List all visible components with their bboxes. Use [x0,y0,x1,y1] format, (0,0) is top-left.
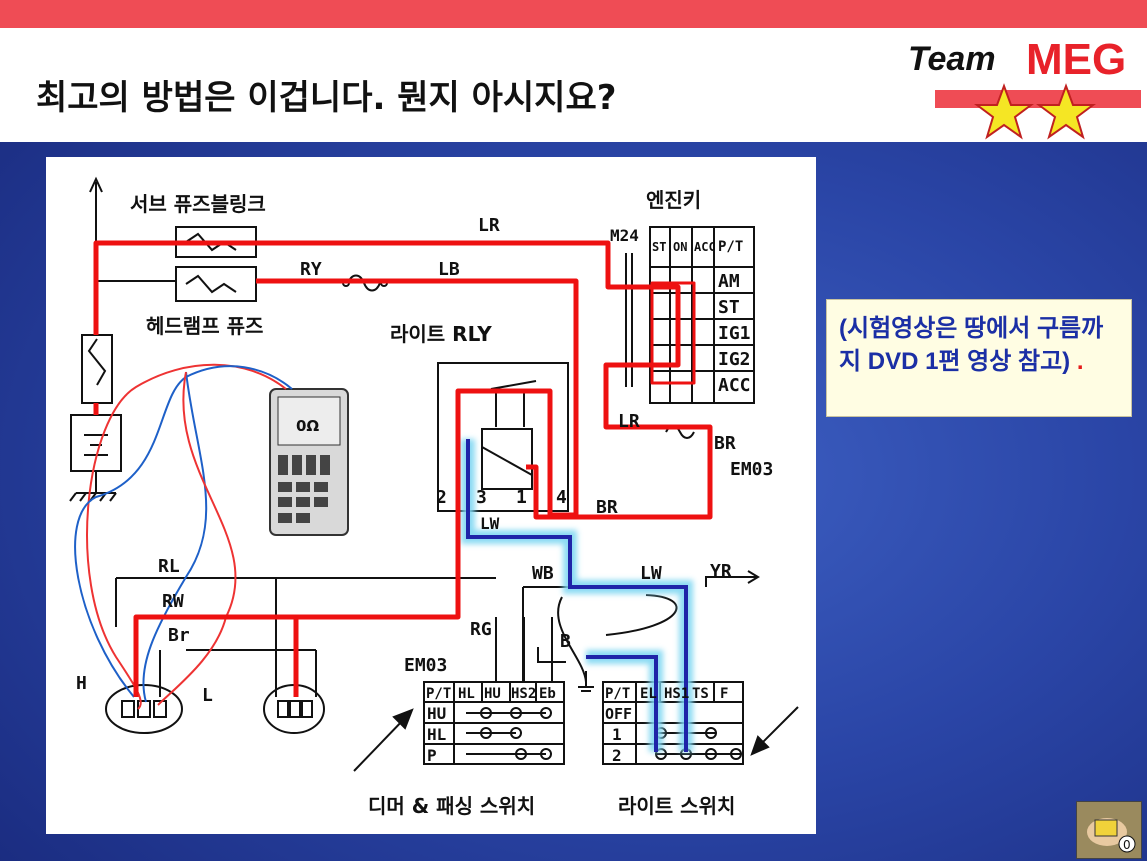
ls-col-label: P/T [605,686,630,702]
wire-br1: BR [714,433,736,454]
wire-br2: BR [596,497,618,518]
key-col-label: P/T [718,239,743,255]
relay-pin: 3 [476,487,487,508]
svg-text:0: 0 [1123,838,1131,852]
dimmer-switch-label: 디머 & 패싱 스위치 [368,794,535,818]
wire-lw1: LW [480,514,500,533]
wire-rg: RG [470,619,492,640]
wire-rw: RW [162,591,184,612]
dimmer-row-label: HL [427,725,446,744]
logo-team-text: Team [908,40,996,78]
meter-reading: 0Ω [296,417,319,435]
wire-lr: LR [478,215,500,236]
light-rly-label: 라이트 RLY [390,322,492,346]
ls-row-label: 2 [612,746,622,765]
wire-br3: Br [168,625,190,646]
wiring-diagram: 0Ω 서브 퓨즈블링크 헤드램프 [46,157,816,834]
ls-col-label: F [720,686,728,702]
star-icon [1036,83,1096,140]
logo-meg-text: MEG [1026,36,1126,84]
note-box: (시험영상은 땅에서 구름까지 DVD 1편 영상 참고) . [826,299,1132,417]
wire-em03a: EM03 [730,459,773,480]
corner-thumbnail-icon[interactable]: 0 [1076,801,1142,859]
title-band [0,28,1147,142]
wire-rl: RL [158,556,180,577]
dimmer-col-label: HL [458,686,475,702]
wire-lb: LB [438,259,460,280]
key-position-label: ST [718,297,740,318]
wire-yr: YR [710,561,732,582]
dimmer-row-label: HU [427,704,446,723]
key-col-label: ON [673,240,687,254]
key-col-label: ST [652,240,666,254]
key-position-label: AM [718,271,740,292]
engine-key-label: 엔진키 [646,188,701,212]
wire-ry: RY [300,259,322,280]
lead-l-label: L [202,685,213,706]
dimmer-col-label: HU [484,686,501,702]
key-position-label: IG1 [718,323,751,344]
light-switch-label: 라이트 스위치 [618,794,735,818]
wire-lw2: LW [640,563,662,584]
dimmer-row-label: P [427,746,437,765]
key-position-label: ACC [718,375,751,396]
wire-b: B [560,631,571,652]
ls-row-label: OFF [605,705,632,723]
dimmer-col-label: Eb [539,686,556,702]
wire-em03b: EM03 [404,655,447,676]
ls-col-label: HS1 [664,686,689,702]
multimeter-icon [269,388,349,536]
star-icon [974,83,1034,140]
page-title: 최고의 방법은 이겁니다. 뭔지 아시지요? [36,78,617,118]
dimmer-col-label: P/T [426,686,451,702]
relay-pin: 2 [436,487,447,508]
wire-lr2: LR [618,411,640,432]
relay-pin: 4 [556,487,567,508]
ls-row-label: 1 [612,725,622,744]
ls-col-label: EL [640,686,657,702]
wire-m24: M24 [610,226,639,245]
head-fuse-label: 헤드램프 퓨즈 [146,314,263,338]
ls-col-label: TS [692,686,709,702]
top-red-bar [0,0,1147,28]
note-dot: . [1076,348,1084,375]
wire-wb: WB [532,563,554,584]
lead-h-label: H [76,673,87,694]
dimmer-col-label: HS2 [511,686,536,702]
sub-fuse-link-label: 서브 퓨즈블링크 [130,192,266,216]
team-meg-logo: Team MEG [905,35,1141,148]
key-position-label: IG2 [718,349,751,370]
note-text: (시험영상은 땅에서 구름까지 DVD 1편 영상 참고) [839,315,1104,375]
key-col-label: ACC [694,240,716,254]
relay-pin: 1 [516,487,527,508]
